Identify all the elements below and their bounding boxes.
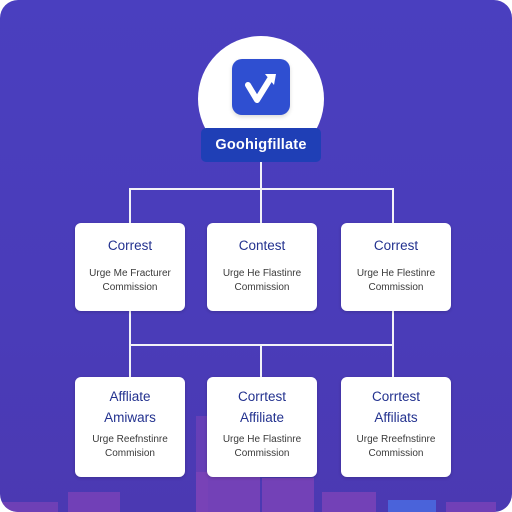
card-line: Urge Rreefnstinre — [356, 434, 436, 445]
bg-bar — [68, 492, 120, 512]
card-line: Urge Reefnstinre — [92, 434, 168, 445]
bg-bar — [262, 478, 314, 512]
bg-bar — [0, 502, 58, 512]
card-title: Contest — [238, 238, 286, 253]
card-affiliate-2: Corrtest Affiliate Urge He Flastinre Com… — [207, 377, 317, 477]
card-line: Commission — [234, 448, 290, 459]
card-title: Correst — [373, 238, 419, 253]
card-line: Commission — [368, 282, 424, 293]
card-title-2: Affiliate — [239, 410, 285, 425]
card-line: Commission — [102, 282, 158, 293]
bg-bar — [388, 500, 436, 512]
bg-bar — [322, 492, 376, 512]
card-title-2: Affiliats — [374, 410, 418, 425]
card-affiliate-3: Corrtest Affiliats Urge Rreefnstinre Com… — [341, 377, 451, 477]
card-line: Commission — [234, 282, 290, 293]
connector-line — [260, 344, 262, 378]
card-title-2: Amiwars — [104, 410, 156, 425]
card-title: Corrtest — [237, 389, 286, 404]
card-line: Commission — [368, 448, 424, 459]
card-line: Urge He Flastinre — [222, 268, 302, 279]
card-contest-2: Contest Urge He Flastinre Commission — [207, 223, 317, 311]
bg-bar — [196, 472, 260, 512]
card-title: Corrtest — [371, 389, 420, 404]
connector-line — [392, 188, 394, 224]
card-line: Urge Me Fracturer — [89, 268, 171, 279]
card-title: Affliate — [109, 389, 151, 404]
connector-line — [129, 188, 131, 224]
connector-line — [260, 188, 262, 224]
card-title: Correst — [107, 238, 153, 253]
card-line: Urge He Flastinre — [222, 434, 302, 445]
card-line: Urge He Flestinre — [356, 268, 436, 279]
card-contest-1: Correst Urge Me Fracturer Commission — [75, 223, 185, 311]
bg-bar — [446, 502, 496, 512]
check-arrow-icon — [232, 59, 290, 115]
card-contest-3: Correst Urge He Flestinre Commission — [341, 223, 451, 311]
card-line: Commision — [104, 448, 155, 459]
connector-line — [260, 162, 262, 188]
card-affiliate-1: Affliate Amiwars Urge Reefnstinre Commis… — [75, 377, 185, 477]
brand-name: Goohigfillate — [201, 128, 321, 162]
